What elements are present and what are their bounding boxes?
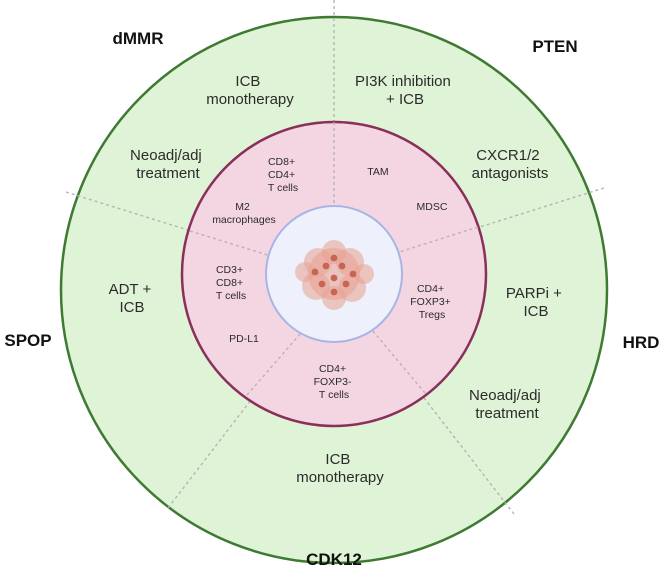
therapy-pi3k-icb: PI3K inhibition + ICB bbox=[355, 73, 455, 108]
tumor-cell-nucleus bbox=[322, 262, 330, 270]
therapy-neoadj-left: Neoadj/adj treatment bbox=[130, 147, 206, 182]
label-cdk12: CDK12 bbox=[306, 550, 362, 569]
therapy-neoadj-right: Neoadj/adj treatment bbox=[469, 387, 545, 422]
therapy-icb-monotherapy-bottom: ICB monotherapy bbox=[296, 451, 384, 486]
immune-cd3-cd8-tcells: CD3+ CD8+ T cells bbox=[216, 264, 246, 302]
immune-tam: TAM bbox=[367, 166, 388, 178]
tumor-cell-nucleus bbox=[318, 280, 326, 288]
immune-cd4-foxp3-tregs: CD4+ FOXP3+ Tregs bbox=[410, 283, 453, 321]
label-spop: SPOP bbox=[4, 331, 51, 350]
therapy-adt-icb: ADT + ICB bbox=[109, 281, 156, 316]
label-pten: PTEN bbox=[532, 37, 577, 56]
tumor-cell-blob bbox=[295, 262, 315, 282]
immune-mdsc: MDSC bbox=[417, 201, 448, 213]
inner-divider-left bbox=[189, 230, 301, 266]
tumor-cell-nucleus bbox=[311, 268, 319, 276]
tumor-cluster-icon bbox=[295, 240, 374, 310]
label-dmmr: dMMR bbox=[113, 29, 164, 48]
tumor-cell-nucleus bbox=[349, 270, 357, 278]
immune-cd4-foxp3neg-tcells: CD4+ FOXP3- T cells bbox=[314, 363, 355, 401]
therapy-icb-monotherapy-top: ICB monotherapy bbox=[206, 73, 294, 108]
immune-cd8-cd4-tcells: CD8+ CD4+ T cells bbox=[268, 156, 298, 194]
tumor-cell-blob bbox=[322, 286, 346, 310]
tumor-cell-blob bbox=[322, 240, 346, 264]
inner-divider-bottom-right bbox=[361, 317, 426, 394]
tumor-cell-nucleus bbox=[330, 274, 338, 282]
immune-pd-l1: PD-L1 bbox=[229, 333, 259, 345]
therapy-parpi-icb: PARPi + ICB bbox=[506, 285, 566, 320]
tumor-cell-blob bbox=[354, 264, 374, 284]
immune-m2-macrophages: M2 macrophages bbox=[212, 201, 276, 226]
tumor-cell-nucleus bbox=[342, 280, 350, 288]
therapy-cxcr: CXCR1/2 antagonists bbox=[472, 147, 549, 182]
tumor-cell-nucleus bbox=[330, 288, 338, 296]
tumor-cell-nucleus bbox=[330, 254, 338, 262]
label-hrd: HRD bbox=[623, 333, 660, 352]
tumor-cell-nucleus bbox=[338, 262, 346, 270]
